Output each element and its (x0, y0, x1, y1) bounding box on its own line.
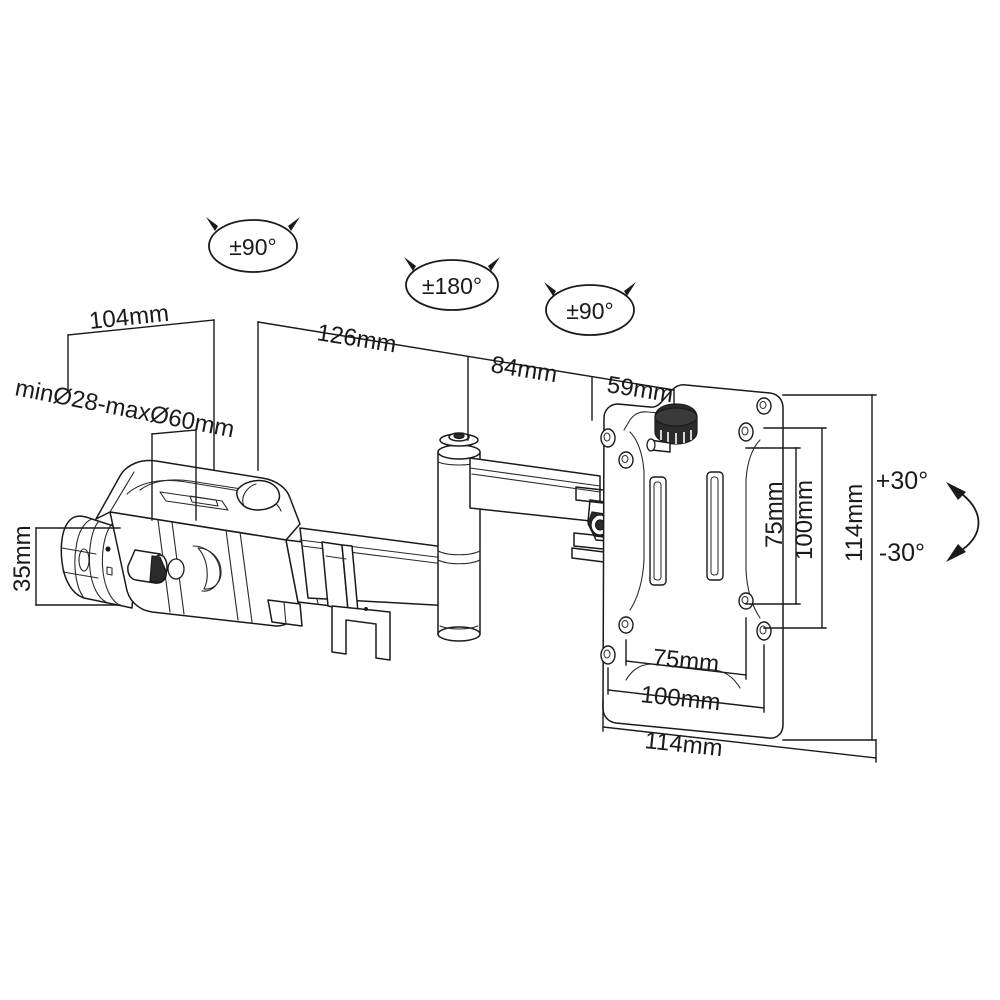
dim-label-vesa-height-small: 75mm (761, 481, 788, 548)
vesa-plate (600, 384, 784, 739)
rotation-symbol-elbow: ±180° (404, 257, 500, 311)
lower-arm (299, 527, 453, 661)
pole-clamp-assembly (60, 459, 333, 627)
rotation-label-pole: ±90° (229, 234, 276, 260)
tilt-label-up: +30° (876, 467, 928, 495)
dim-label-vesa-height-mid: 100mm (791, 480, 818, 560)
dim-label-plate-height: 114mm (841, 484, 868, 562)
rotation-symbol-plate: ±90° (544, 282, 636, 336)
rotation-label-elbow: ±180° (422, 273, 482, 299)
dimension-lines (35, 319, 877, 763)
rotation-symbol-pole: ±90° (206, 217, 300, 273)
rotation-label-plate: ±90° (566, 298, 613, 324)
dim-label-clamp-height: 35mm (9, 525, 36, 592)
product-illustration (60, 384, 784, 739)
tilt-indicator: +30° -30° (876, 467, 980, 567)
tilt-label-down: -30° (879, 539, 925, 567)
